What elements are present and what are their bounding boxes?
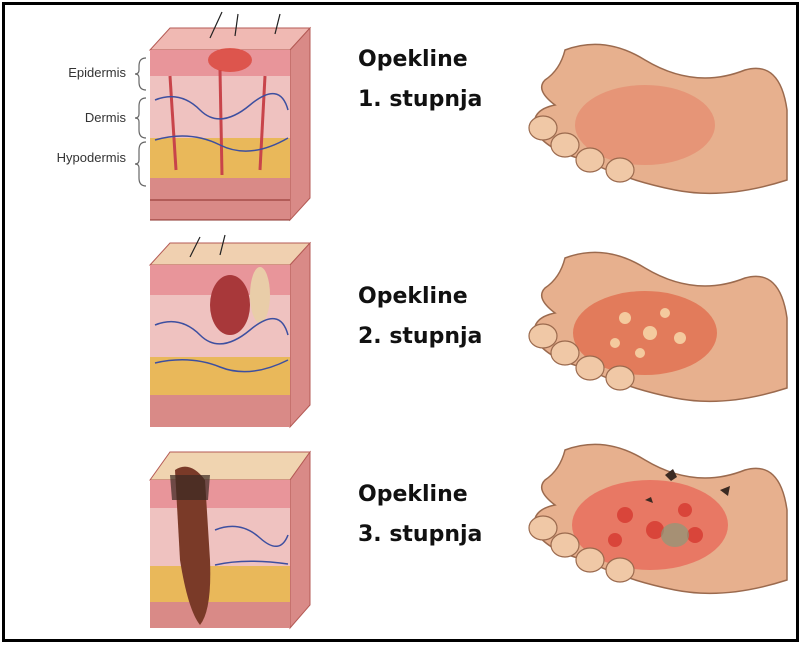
stage-title-1: Opekline 1. stupnja xyxy=(358,40,482,120)
stage-1-title: Opekline xyxy=(358,40,482,80)
label-dermis: Dermis xyxy=(6,110,126,125)
stage-2-title: Opekline xyxy=(358,277,482,317)
brace-hypodermis xyxy=(134,140,148,188)
skin-section-1st-degree xyxy=(150,10,320,225)
stage-title-3: Opekline 3. stupnja xyxy=(358,475,482,555)
skin-section-3rd-degree xyxy=(150,440,320,635)
hand-3rd-degree xyxy=(525,430,790,610)
label-hypodermis: Hypodermis xyxy=(6,150,126,165)
stage-title-2: Opekline 2. stupnja xyxy=(358,277,482,357)
hand-2nd-degree xyxy=(525,238,790,418)
stage-3-degree: 3. stupnja xyxy=(358,515,482,555)
brace-dermis xyxy=(134,96,148,140)
stage-3-title: Opekline xyxy=(358,475,482,515)
hand-1st-degree xyxy=(525,30,790,210)
stage-2-degree: 2. stupnja xyxy=(358,317,482,357)
stage-1-degree: 1. stupnja xyxy=(358,80,482,120)
label-epidermis: Epidermis xyxy=(6,65,126,80)
brace-epidermis xyxy=(134,56,148,92)
skin-section-2nd-degree xyxy=(150,235,320,430)
